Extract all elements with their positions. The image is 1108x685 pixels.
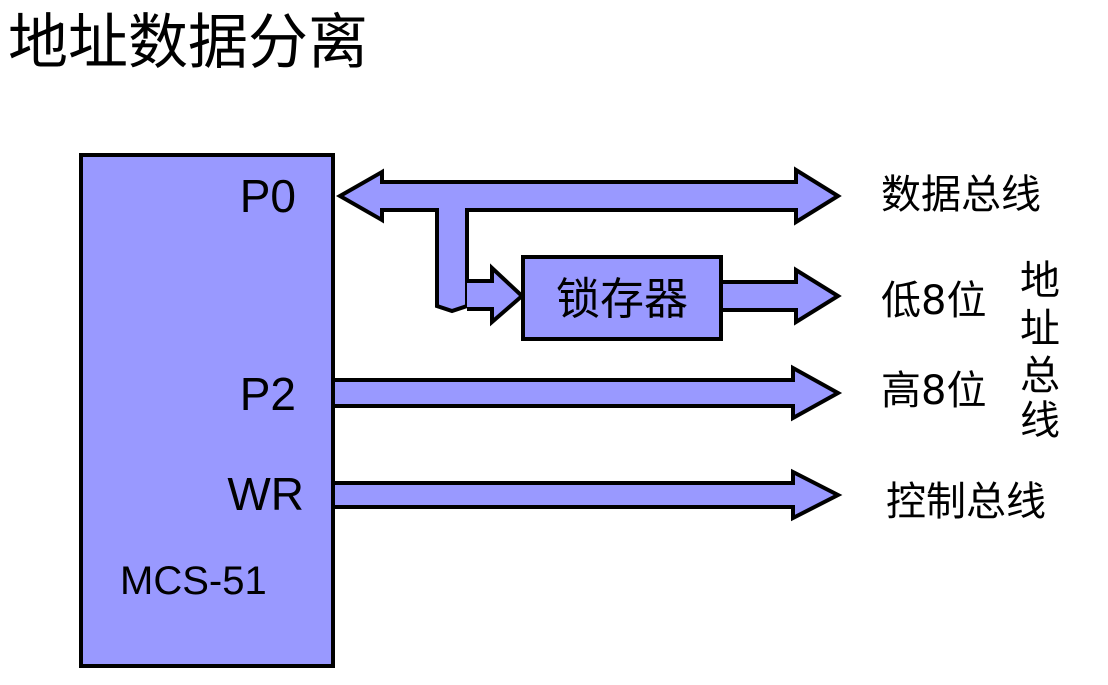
pin-p0-label: P0: [240, 170, 296, 222]
address-bus-char-4: 线: [1020, 398, 1060, 444]
chip-name-label: MCS-51: [120, 559, 267, 603]
data-bus-label: 数据总线: [881, 172, 1041, 218]
address-bus-char-1: 地: [1020, 258, 1060, 304]
wr-to-control-bus-arrow: [335, 468, 843, 522]
latch-to-low-byte-arrow: [723, 266, 842, 326]
branch-seam: [439, 206, 465, 212]
address-low-byte-label: 低8位: [881, 278, 986, 324]
address-bus-char-3: 总: [1020, 353, 1060, 399]
branch-to-latch-arrow: [467, 263, 525, 327]
p0-branch-connector: [435, 206, 469, 314]
p2-to-high-byte-arrow: [335, 364, 843, 422]
data-bus-bidirectional-arrow: [335, 166, 842, 226]
control-bus-label: 控制总线: [886, 479, 1046, 525]
address-high-byte-label: 高8位: [881, 368, 986, 414]
latch-box: [521, 255, 723, 341]
pin-p2-label: P2: [240, 368, 296, 420]
latch-label: 锁存器: [556, 274, 688, 325]
address-bus-char-2: 址: [1020, 306, 1060, 352]
address-bus-vertical-label: 地 址 总 线: [1020, 258, 1060, 444]
pin-wr-label: WR: [227, 468, 304, 520]
page-title: 地址数据分离: [8, 8, 368, 78]
mcs51-chip-box: [79, 153, 335, 668]
